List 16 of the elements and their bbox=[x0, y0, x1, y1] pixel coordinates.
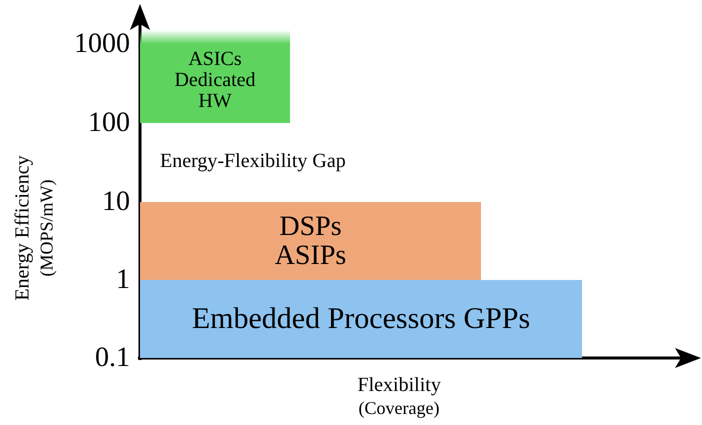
gap-label: Energy-Flexibility Gap bbox=[160, 151, 346, 171]
tick-label: 1000 bbox=[74, 30, 130, 58]
tick-label: 10 bbox=[102, 188, 130, 216]
asic-region-box bbox=[140, 30, 290, 123]
axis-title: Flexibility bbox=[358, 375, 441, 395]
axis-title: (MOPS/mW) bbox=[37, 180, 55, 276]
region-label: DSPs ASIPs bbox=[274, 212, 348, 270]
tick-label: 1 bbox=[116, 266, 130, 294]
dsp-region-box bbox=[140, 202, 481, 280]
processor-region-box bbox=[140, 280, 582, 358]
tick-label: 100 bbox=[88, 109, 130, 137]
axis-title: (Coverage) bbox=[358, 399, 440, 417]
tick-label: 0.1 bbox=[95, 344, 130, 372]
region-label: Embedded Processors GPPs bbox=[190, 303, 532, 335]
axis-title: Energy Efficiency bbox=[12, 155, 32, 301]
region-label: ASICs Dedicated HW bbox=[173, 49, 257, 112]
